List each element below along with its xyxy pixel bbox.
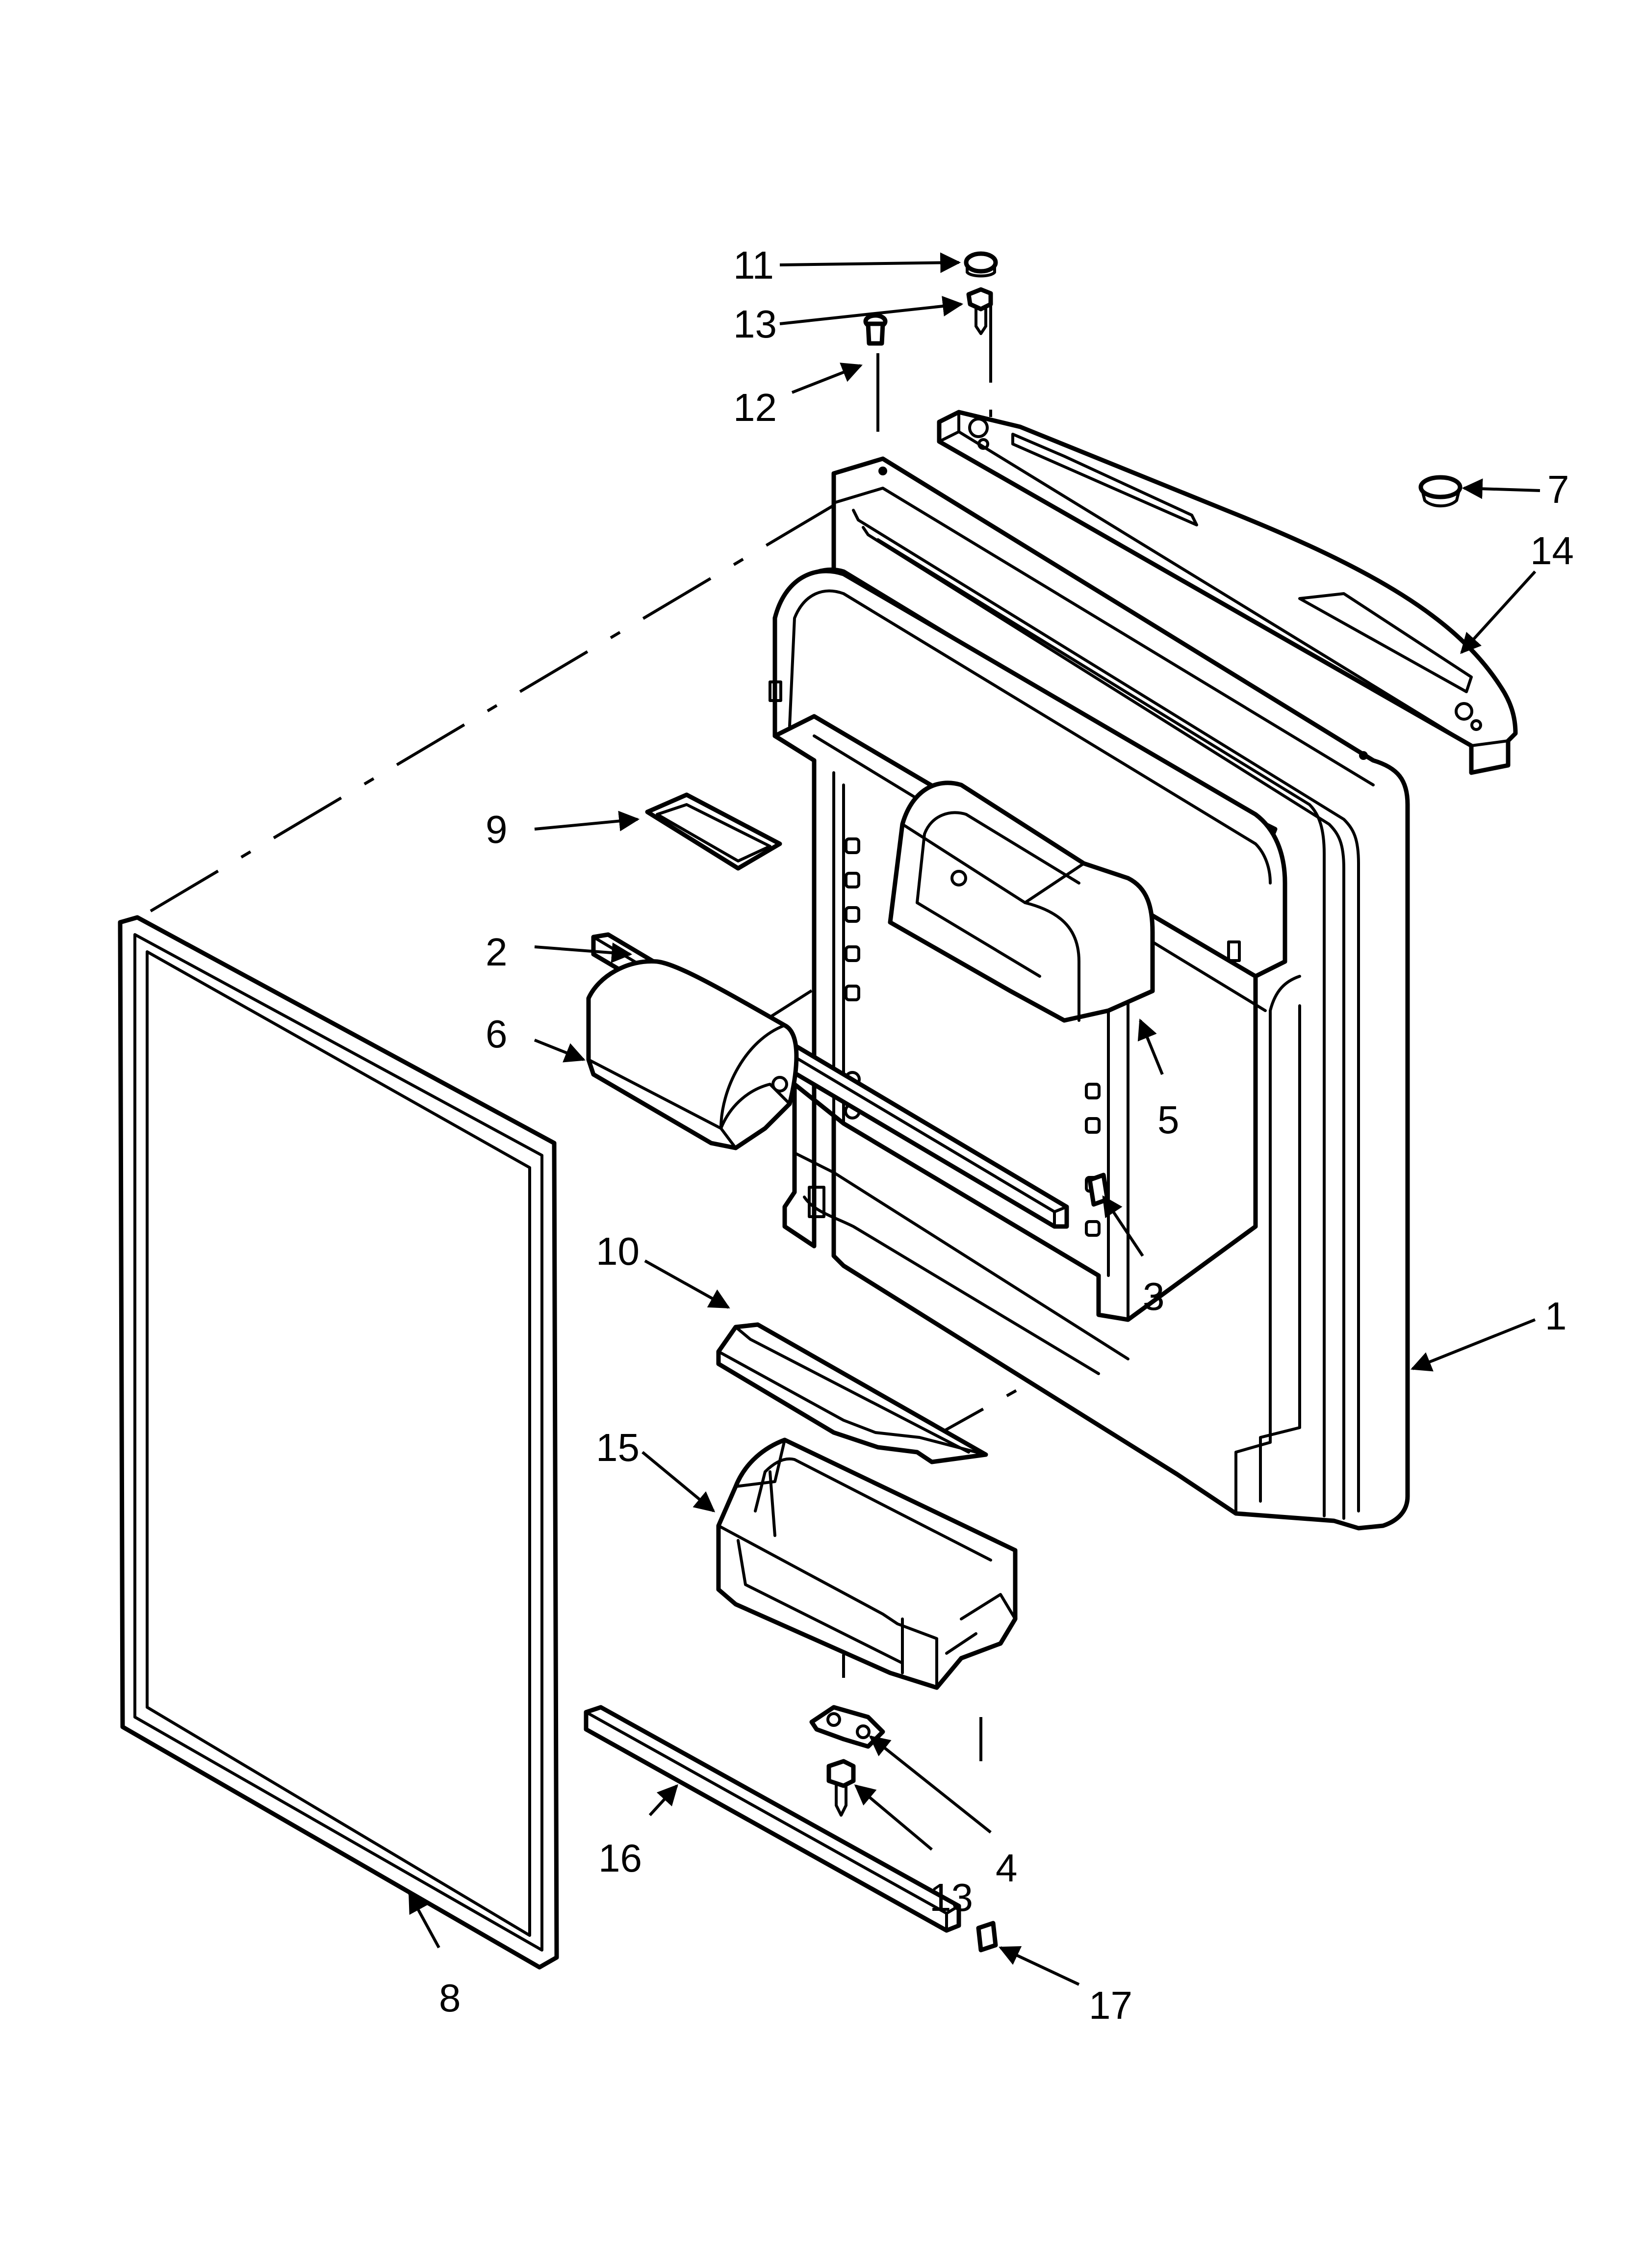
bin-part-15 bbox=[716, 1437, 1018, 1690]
callout-14: 14 bbox=[1530, 529, 1574, 573]
callout-16: 16 bbox=[598, 1836, 642, 1880]
callout-7: 7 bbox=[1547, 468, 1569, 511]
callout-6: 6 bbox=[486, 1012, 508, 1056]
upper-liner-bin bbox=[769, 569, 1287, 979]
dairy-door-part-6 bbox=[586, 959, 799, 1150]
cap-part-7 bbox=[1418, 475, 1462, 508]
callout-2: 2 bbox=[486, 930, 508, 974]
pin-part-12 bbox=[863, 313, 888, 346]
screw-upper-part-13 bbox=[966, 287, 993, 335]
end-clip-part-17 bbox=[976, 1921, 998, 1953]
callout-12: 12 bbox=[733, 386, 777, 429]
callout-3: 3 bbox=[1143, 1275, 1165, 1318]
lower-rail-part-16 bbox=[584, 1705, 961, 1933]
plug-part-11 bbox=[964, 251, 998, 278]
leader-lines bbox=[408, 252, 1540, 1986]
bracket-part-4 bbox=[809, 1705, 885, 1749]
door-gasket-part-8 bbox=[118, 915, 559, 1970]
callout-11: 11 bbox=[733, 243, 774, 287]
callout-9: 9 bbox=[486, 808, 508, 851]
door-bin-part-5 bbox=[888, 781, 1155, 1023]
pad-part-9 bbox=[645, 792, 782, 871]
callout-13-lower: 13 bbox=[929, 1876, 973, 1919]
callout-1: 1 bbox=[1545, 1294, 1567, 1338]
callout-10: 10 bbox=[596, 1229, 640, 1273]
callout-8: 8 bbox=[439, 1976, 461, 2020]
callout-17: 17 bbox=[1089, 1983, 1132, 2027]
screw-lower-part-13 bbox=[826, 1759, 856, 1817]
callout-13-upper: 13 bbox=[733, 302, 777, 346]
callout-labels: 11 13 12 7 14 9 2 6 5 3 1 10 15 4 13 16 … bbox=[439, 243, 1574, 2027]
callout-15: 15 bbox=[596, 1426, 640, 1469]
callout-4: 4 bbox=[996, 1846, 1018, 1890]
shelf-part-10 bbox=[716, 1322, 988, 1464]
callout-5: 5 bbox=[1157, 1098, 1180, 1142]
